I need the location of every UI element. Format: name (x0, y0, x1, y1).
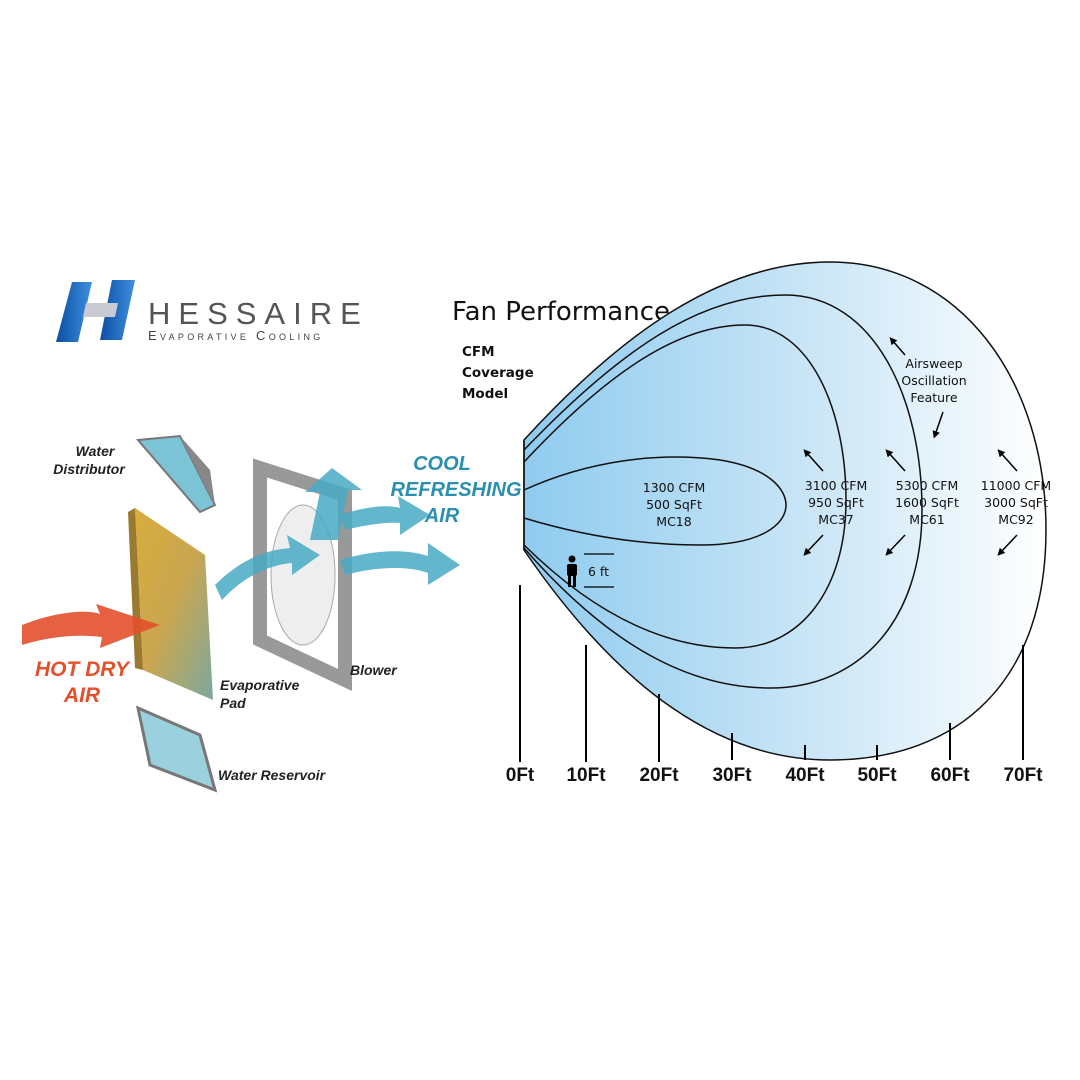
svg-text:MC61: MC61 (909, 512, 944, 527)
coverage-zone-mc61 (523, 294, 923, 689)
legend-cfm: CFM (462, 344, 495, 360)
water-reservoir-label: Water Reservoir (218, 767, 327, 783)
tick-label: 40Ft (785, 765, 825, 786)
svg-text:Distributor: Distributor (53, 461, 126, 477)
hessaire-logo: HESSAIRE Evaporative Cooling (56, 280, 369, 343)
svg-text:3000 SqFt: 3000 SqFt (984, 495, 1048, 510)
distance-axis: 0Ft 10Ft 20Ft 30Ft 40Ft 50Ft 60Ft 70Ft (506, 765, 1043, 786)
tick-label: 60Ft (930, 765, 970, 786)
cool-air-arrow (215, 535, 320, 600)
svg-text:AIR: AIR (63, 684, 101, 707)
oscillation-note: Airsweep (905, 356, 962, 371)
logo-brand: HESSAIRE (148, 296, 369, 331)
svg-text:1300 CFM: 1300 CFM (643, 480, 706, 495)
svg-text:MC92: MC92 (998, 512, 1033, 527)
svg-text:5300 CFM: 5300 CFM (896, 478, 959, 493)
svg-text:Feature: Feature (910, 390, 958, 405)
logo-mark (56, 282, 92, 342)
zone-label-mc92: 11000 CFM 3000 SqFt MC92 (981, 478, 1051, 527)
svg-text:3100 CFM: 3100 CFM (805, 478, 868, 493)
legend-model: Model (462, 386, 508, 402)
svg-text:11000 CFM: 11000 CFM (981, 478, 1051, 493)
person-icon (567, 555, 577, 587)
tick-label: 0Ft (506, 765, 535, 786)
tick-label: 20Ft (639, 765, 679, 786)
svg-text:500 SqFt: 500 SqFt (646, 497, 702, 512)
tick-label: 10Ft (566, 765, 606, 786)
svg-text:950 SqFt: 950 SqFt (808, 495, 864, 510)
hot-air-label: HOT DRY (35, 658, 131, 681)
water-distributor-label: Water (76, 443, 116, 459)
zone-label-mc18: 1300 CFM 500 SqFt MC18 (643, 480, 706, 529)
fan-performance-title: Fan Performance (452, 297, 670, 327)
zone-label-mc61: 5300 CFM 1600 SqFt MC61 (895, 478, 959, 527)
oscillation-arrows (803, 337, 1018, 556)
cool-air-label: COOL (413, 453, 471, 475)
svg-text:MC18: MC18 (656, 514, 691, 529)
distance-tick-lines (519, 585, 1024, 762)
fan-performance-diagram: Fan Performance CFM Coverage Model 1300 … (452, 261, 1051, 786)
logo-tagline: Evaporative Cooling (148, 328, 324, 343)
svg-text:REFRESHING: REFRESHING (390, 479, 521, 501)
coverage-zone-mc37 (523, 324, 847, 649)
hot-air-arrow (22, 604, 160, 648)
water-reservoir (135, 705, 218, 793)
person-height-label: 6 ft (588, 564, 609, 579)
svg-text:1600 SqFt: 1600 SqFt (895, 495, 959, 510)
zone-label-mc37: 3100 CFM 950 SqFt MC37 (805, 478, 868, 527)
tick-label: 70Ft (1003, 765, 1043, 786)
svg-text:Pad: Pad (220, 695, 246, 711)
blower-label: Blower (350, 662, 398, 678)
legend-coverage: Coverage (462, 365, 534, 381)
tick-label: 50Ft (857, 765, 897, 786)
evaporative-pad-label: Evaporative (220, 677, 300, 693)
evaporative-cooling-illustration: Water Distributor Evaporative Pad Water … (22, 434, 522, 793)
svg-text:AIR: AIR (424, 505, 460, 527)
svg-text:MC37: MC37 (818, 512, 853, 527)
coverage-zone-mc18 (523, 456, 787, 546)
svg-text:Oscillation: Oscillation (901, 373, 966, 388)
evaporative-pad (135, 508, 213, 700)
tick-label: 30Ft (712, 765, 752, 786)
